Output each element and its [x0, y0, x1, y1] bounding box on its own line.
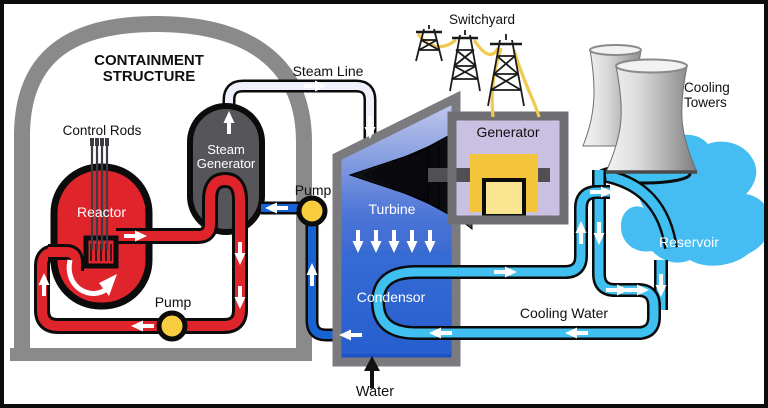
reservoir-label: Reservoir: [659, 234, 719, 250]
primary-pump-label: Pump: [154, 294, 192, 310]
cooling-towers: [582, 44, 698, 174]
diagram-canvas: [10, 15, 764, 388]
water-arrow: [364, 356, 380, 388]
cooling-towers-line2: Towers: [684, 95, 727, 110]
steam-line-label: Steam Line: [292, 63, 364, 79]
steam-generator-line1: Steam: [207, 142, 245, 157]
containment-line1: CONTAINMENT: [94, 52, 204, 69]
cooling-water-label: Cooling Water: [519, 305, 609, 321]
feedwater-pump: [296, 195, 328, 227]
condensor-label: Condensor: [356, 289, 426, 305]
cooling-towers-line1: Cooling: [684, 80, 730, 95]
turbine-label: Turbine: [368, 201, 416, 217]
switchyard-label: Switchyard: [448, 12, 516, 27]
containment-structure-label: CONTAINMENT STRUCTURE: [77, 53, 221, 85]
circulation-arrow-head: [99, 274, 117, 296]
water-label: Water: [355, 384, 395, 400]
cooling-water-pipes: [370, 169, 678, 340]
cooling-tower-front: [605, 58, 698, 174]
steam-line-pipe: [222, 79, 377, 141]
containment-line2: STRUCTURE: [102, 68, 196, 85]
control-rods: [90, 138, 109, 250]
pylon-small: [415, 25, 443, 62]
steam-generator-label: Steam Generator: [190, 143, 262, 171]
steam-generator-line2: Generator: [196, 156, 256, 171]
primary-loop-pipe: [34, 171, 248, 334]
feedwater-pump-label: Pump: [294, 182, 332, 198]
generator-box: [428, 111, 569, 225]
generator-label: Generator: [476, 124, 540, 140]
reactor-label: Reactor: [76, 204, 127, 220]
pylon-large: [487, 34, 525, 107]
circulation-arrow: [66, 259, 110, 296]
control-rods-label: Control Rods: [62, 123, 142, 138]
pylon-medium: [449, 30, 481, 92]
cooling-towers-label: Cooling Towers: [684, 80, 748, 110]
generator-core: [482, 178, 526, 218]
transmission-towers: [415, 25, 525, 107]
primary-pump: [156, 310, 188, 342]
